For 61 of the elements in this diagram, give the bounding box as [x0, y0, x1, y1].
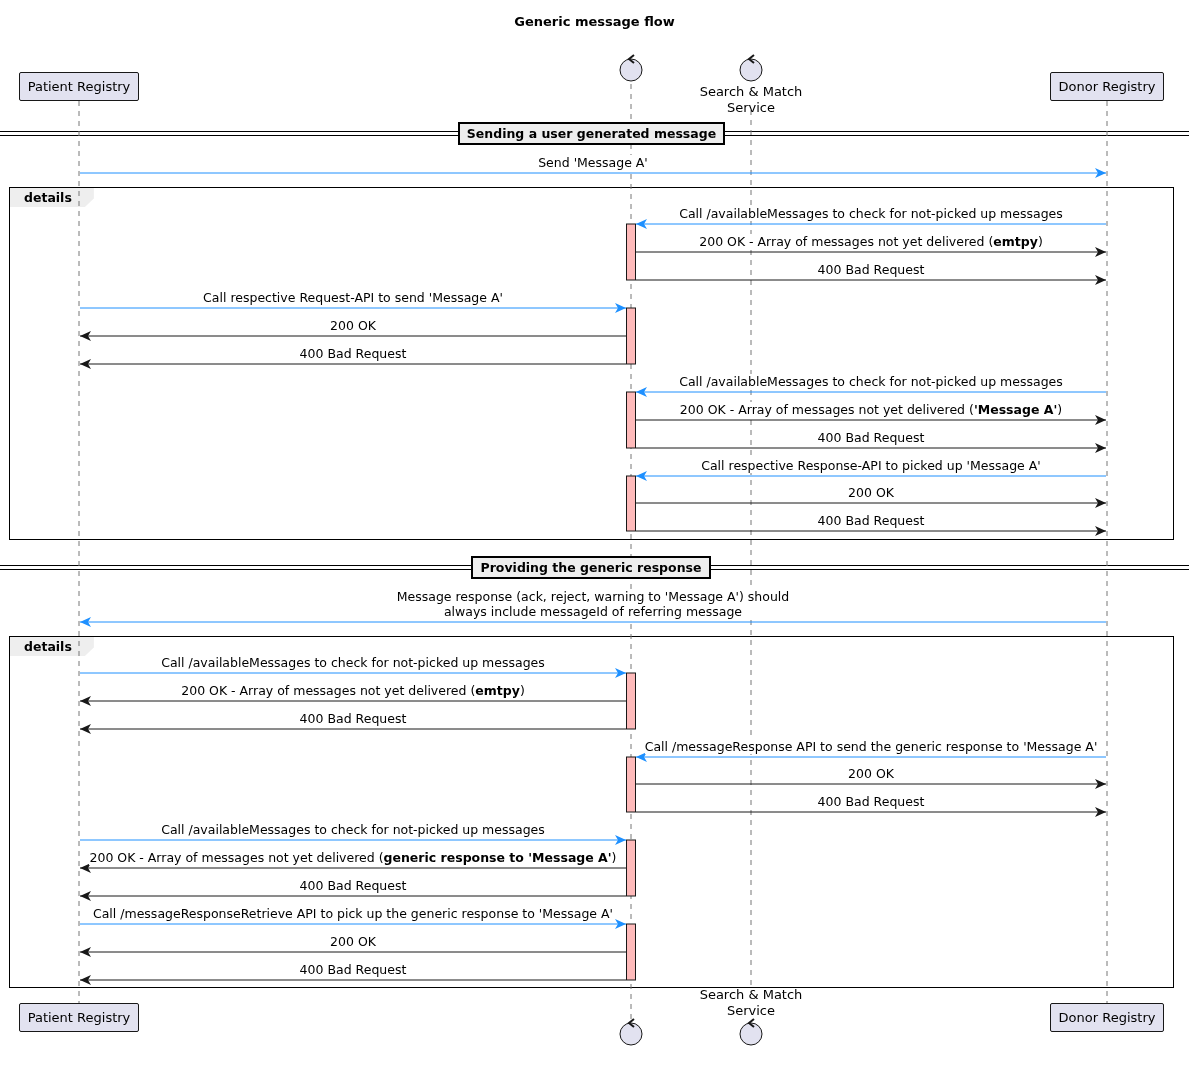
edge-label: Call /messageResponseRetrieve API to pick up the generic response to 'Message A' — [92, 906, 613, 921]
edge-label: 200 OK — [848, 485, 894, 500]
edge-label: Call /availableMessages to check for not-picked up messages — [161, 655, 545, 670]
participant-box: Patient Registry — [19, 1003, 139, 1032]
edge-label: 400 Bad Request — [817, 513, 925, 528]
message-arrow — [635, 443, 1107, 453]
edge-label: 400 Bad Request — [299, 962, 407, 977]
message-arrow — [79, 359, 627, 369]
edge-label: 400 Bad Request — [299, 346, 407, 361]
message-arrow — [635, 752, 1107, 762]
edge-label: Call respective Response-API to picked up 'Message A' — [701, 458, 1041, 473]
message-arrow — [635, 526, 1107, 536]
message-arrow — [635, 807, 1107, 817]
message-arrow — [635, 779, 1107, 789]
edge-label: 400 Bad Request — [299, 711, 407, 726]
edge-label: 200 OK — [848, 766, 894, 781]
message-arrow — [79, 696, 627, 706]
message-arrow — [635, 387, 1107, 397]
message-arrow — [79, 947, 627, 957]
edge-label: 200 OK - Array of messages not yet delivered ('Message A') — [679, 402, 1063, 417]
edge-label: 400 Bad Request — [817, 794, 925, 809]
message-arrow — [79, 835, 627, 845]
edge-label: 200 OK — [330, 318, 376, 333]
participant-label: Search & Match Service — [698, 84, 804, 116]
message-arrow — [635, 219, 1107, 229]
diagram-title: Generic message flow — [514, 14, 675, 29]
edge-label: 400 Bad Request — [817, 262, 925, 277]
participant-box: Donor Registry — [1050, 1003, 1164, 1032]
message-arrow — [79, 863, 627, 873]
participant-box: Donor Registry — [1050, 72, 1164, 101]
message-arrow — [79, 331, 627, 341]
edge-label: Call /availableMessages to check for not-picked up messages — [679, 374, 1063, 389]
message-arrow — [79, 668, 627, 678]
participant-box: Patient Registry — [19, 72, 139, 101]
message-arrow — [79, 617, 1107, 627]
edge-label: 200 OK — [330, 934, 376, 949]
participant-label: Search & Match Service — [698, 987, 804, 1019]
message-arrow — [635, 471, 1107, 481]
message-arrow — [79, 303, 627, 313]
edge-label: Call /availableMessages to check for not-picked up messages — [679, 206, 1063, 221]
edge-label: 400 Bad Request — [817, 430, 925, 445]
message-arrow — [635, 275, 1107, 285]
edge-label: 200 OK - Array of messages not yet delivered (emtpy) — [181, 683, 525, 698]
message-arrow — [79, 168, 1107, 178]
edge-label: Send 'Message A' — [538, 155, 648, 170]
message-arrow — [635, 247, 1107, 257]
edge-label: 200 OK - Array of messages not yet delivered (generic response to 'Message A') — [89, 850, 617, 865]
frame-tab-label: details — [10, 637, 94, 656]
edge-label: 200 OK - Array of messages not yet delivered (emtpy) — [699, 234, 1043, 249]
message-arrow — [79, 975, 627, 985]
control-circle — [617, 1018, 645, 1048]
edge-label: Call /availableMessages to check for not-picked up messages — [161, 822, 545, 837]
edge-label: 400 Bad Request — [299, 878, 407, 893]
message-arrow — [635, 415, 1107, 425]
edge-label: Call respective Request-API to send 'Message A' — [203, 290, 503, 305]
edge-label: Call /messageResponse API to send the generic response to 'Message A' — [644, 739, 1098, 754]
control-circle — [617, 54, 645, 84]
frame-tab-label: details — [10, 188, 94, 207]
message-arrow — [79, 891, 627, 901]
message-arrow — [79, 724, 627, 734]
message-arrow — [635, 498, 1107, 508]
